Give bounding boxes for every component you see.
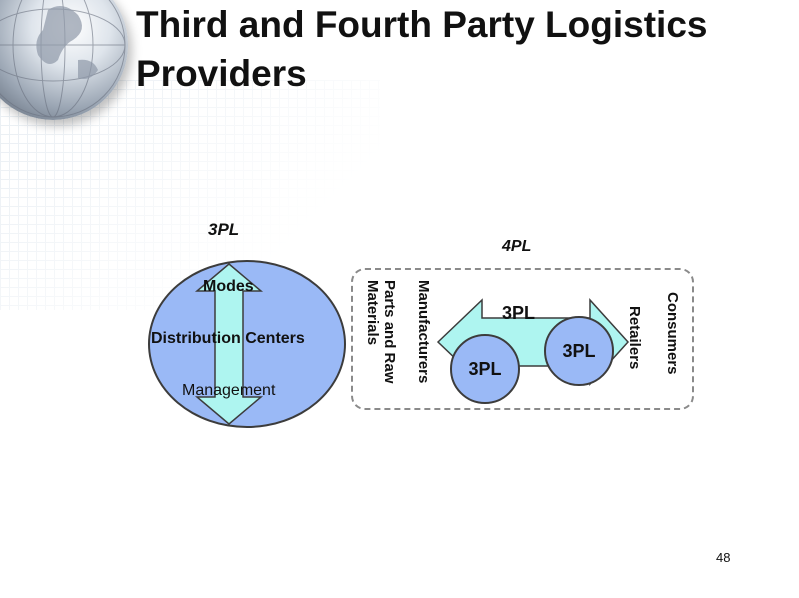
3pl-circle-right: 3PL — [544, 316, 614, 386]
circle-item-management: Management — [182, 382, 276, 399]
arrow-label-3pl: 3PL — [502, 303, 536, 323]
label-manufacturers: Manufacturers — [415, 280, 432, 384]
label-parts-raw-materials: Parts and Raw Materials — [364, 280, 398, 383]
label-4pl: 4PL — [502, 238, 532, 255]
3pl-circle-left-label: 3PL — [468, 358, 502, 379]
vertical-double-arrow — [194, 263, 264, 425]
circle-item-modes: Modes — [203, 278, 254, 295]
4pl-dashed-boundary — [351, 268, 694, 410]
parts-line-1: Parts and Raw — [381, 280, 398, 384]
page-number: 48 — [716, 550, 731, 565]
globe-icon — [0, 0, 128, 120]
slide-title: Third and Fourth Party Logistics Provide… — [136, 4, 708, 94]
3pl-circle-right-label: 3PL — [562, 340, 596, 361]
label-consumers: Consumers — [664, 292, 681, 375]
label-retailers: Retailers — [626, 306, 643, 370]
parts-line-2: Materials — [364, 280, 381, 346]
label-3pl: 3PL — [208, 220, 240, 239]
circle-item-distribution-centers: Distribution Centers — [151, 330, 305, 347]
3pl-circle-left: 3PL — [450, 334, 520, 404]
